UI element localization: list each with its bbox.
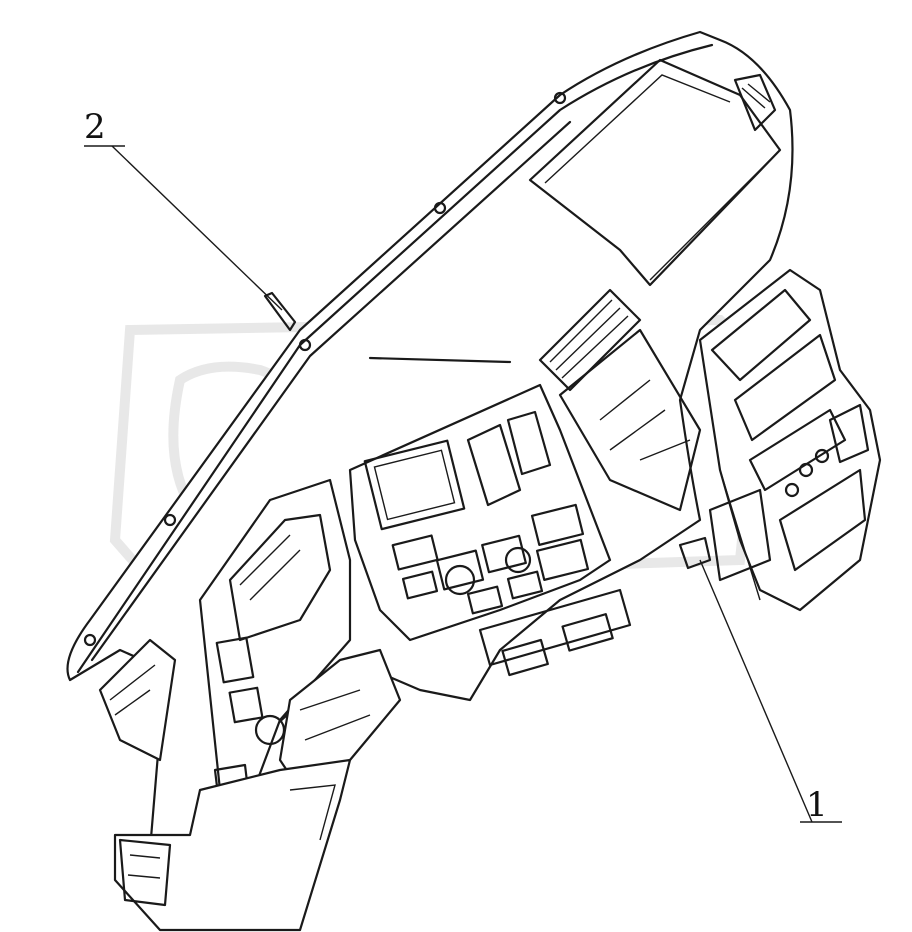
left-side-bracket <box>98 638 177 762</box>
callout-label-1: 1 <box>806 785 828 825</box>
callout-label-2: 2 <box>84 107 106 147</box>
center-console <box>348 383 632 677</box>
steering-column <box>278 648 402 792</box>
callout-leader-1 <box>678 536 842 823</box>
right-side-panel <box>698 268 882 612</box>
center-air-vent <box>538 288 702 512</box>
lower-left-duct <box>113 758 352 932</box>
callout-leader-2 <box>84 145 297 332</box>
